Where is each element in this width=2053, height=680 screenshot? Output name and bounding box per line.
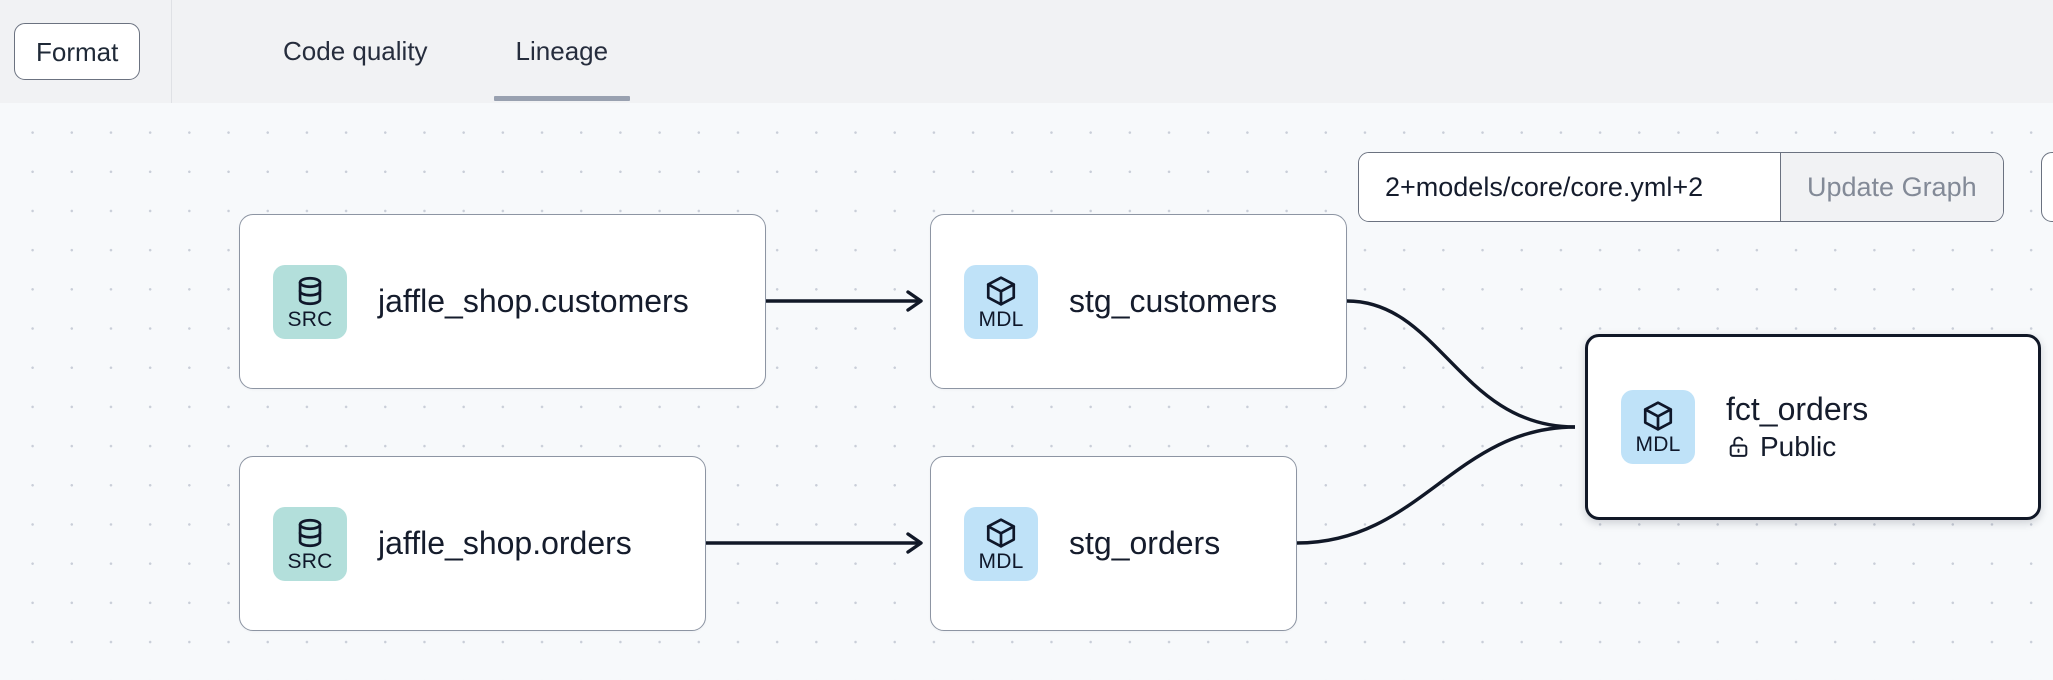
badge-label: MDL (1635, 433, 1681, 456)
lineage-canvas[interactable]: SRC jaffle_shop.customers MDL stg_custom… (0, 103, 2053, 680)
node-body: jaffle_shop.customers (378, 282, 689, 320)
cube-icon (1643, 401, 1673, 431)
node-title: stg_orders (1069, 524, 1221, 561)
graph-selector-group: Update Graph (1358, 152, 2004, 222)
node-visibility: Public (1726, 431, 1868, 462)
graph-selector-input[interactable] (1359, 153, 1780, 221)
tab-bar: Code quality Lineage (172, 0, 652, 103)
lineage-node-stg-customers[interactable]: MDL stg_customers (930, 214, 1347, 389)
tab-lineage[interactable]: Lineage (472, 0, 653, 103)
lineage-node-fct-orders[interactable]: MDL fct_orders Public (1585, 334, 2041, 520)
mdl-badge: MDL (1621, 390, 1695, 464)
lineage-node-stg-orders[interactable]: MDL stg_orders (930, 456, 1297, 631)
badge-label: MDL (978, 307, 1024, 331)
node-title: jaffle_shop.orders (378, 524, 632, 561)
src-badge: SRC (273, 506, 347, 581)
lineage-node-src-customers[interactable]: SRC jaffle_shop.customers (239, 214, 766, 389)
format-button[interactable]: Format (14, 23, 141, 80)
cube-icon (986, 517, 1016, 548)
tab-code-quality[interactable]: Code quality (283, 36, 428, 66)
toolbar-left-section: Format (0, 0, 172, 103)
update-graph-button[interactable]: Update Graph (1780, 153, 2003, 221)
node-title: stg_customers (1069, 282, 1278, 319)
mdl-badge: MDL (964, 506, 1038, 581)
database-icon (298, 276, 322, 305)
node-visibility-label: Public (1760, 430, 1837, 462)
src-badge: SRC (273, 264, 347, 339)
node-body: fct_orders Public (1726, 390, 1869, 462)
lineage-node-src-orders[interactable]: SRC jaffle_shop.orders (239, 456, 706, 631)
badge-label: MDL (978, 549, 1024, 573)
badge-label: SRC (287, 307, 333, 331)
node-body: stg_orders (1069, 524, 1221, 562)
mdl-badge: MDL (964, 264, 1038, 339)
node-body: jaffle_shop.orders (378, 524, 632, 562)
badge-label: SRC (287, 549, 333, 573)
right-edge-panel-partial[interactable] (2041, 152, 2053, 222)
unlock-icon (1729, 436, 1748, 457)
node-body: stg_customers (1069, 282, 1278, 320)
cube-icon (986, 275, 1016, 306)
top-toolbar: Format Code quality Lineage (0, 0, 2053, 103)
database-icon (298, 518, 322, 547)
node-title: fct_orders (1726, 390, 1869, 427)
node-title: jaffle_shop.customers (378, 282, 689, 319)
